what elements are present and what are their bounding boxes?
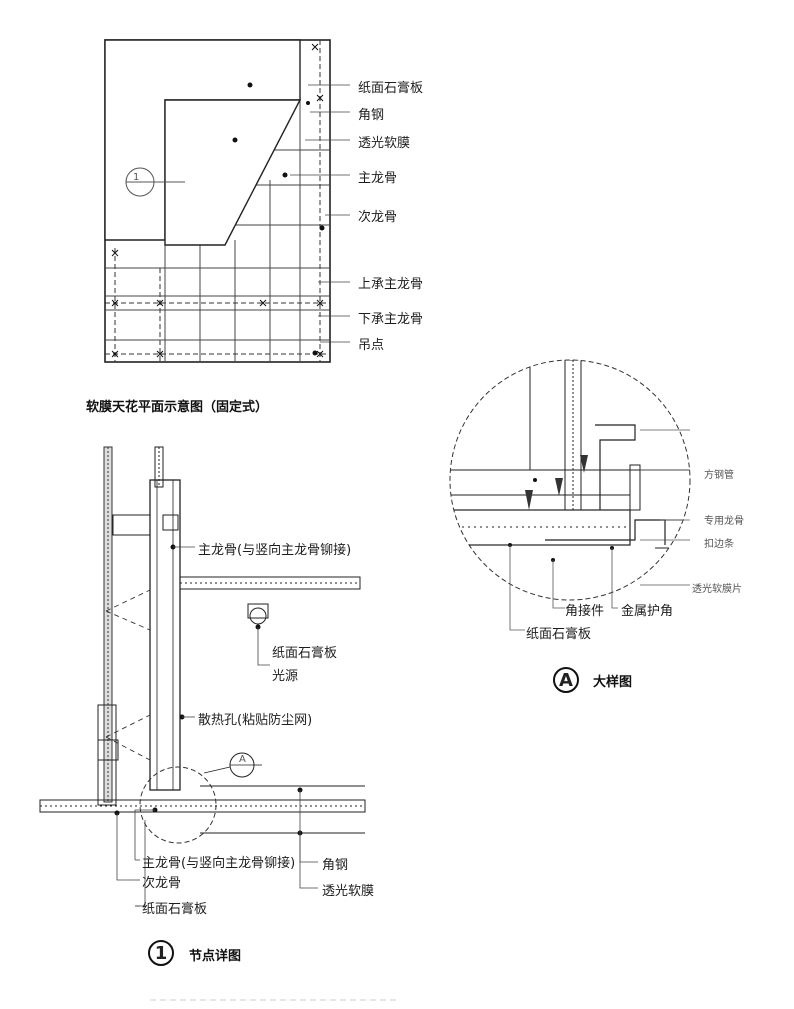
label-edge-strip: 扣边条 [704,539,734,550]
detail-letter-circle: A [553,667,579,693]
label-vent-hole: 散热孔(粘贴防尘网) [198,713,313,728]
plan-caption: 软膜天花平面示意图（固定式） [86,400,269,415]
plan-section-marker: 1 [133,172,140,183]
label-special-keel: 专用龙骨 [704,516,744,527]
label-upper-main-keel: 上承主龙骨 [358,277,424,292]
label-node-membrane: 透光软膜 [322,884,375,899]
label-node-gypsum-bottom: 纸面石膏板 [142,902,208,917]
label-node-main-keel: 主龙骨(与竖向主龙骨铆接) [198,543,352,558]
label-sub-keel: 次龙骨 [358,210,398,225]
node-section [39,446,366,907]
label-steel-tube: 方钢管 [704,470,734,481]
node-detail-ref: A [239,754,246,765]
label-angle-steel: 角钢 [358,108,385,123]
label-metal-corner-guard: 金属护角 [621,604,674,619]
detail-caption: 大样图 [593,675,633,690]
label-lower-main-keel: 下承主龙骨 [358,312,424,327]
label-node-main-keel-bottom: 主龙骨(与竖向主龙骨铆接) [142,856,296,871]
node-number-circle: 1 [148,940,174,966]
label-membrane-sheet: 透光软膜片 [692,584,742,595]
node-caption: 节点详图 [189,949,242,964]
label-gypsum-board: 纸面石膏板 [358,81,424,96]
label-node-gypsum: 纸面石膏板 [272,646,338,661]
label-node-angle-steel: 角钢 [322,858,349,873]
label-node-sub-keel: 次龙骨 [142,876,182,891]
label-detail-gypsum: 纸面石膏板 [526,627,592,642]
label-translucent-membrane: 透光软膜 [358,136,411,151]
label-corner-connector: 角接件 [565,604,605,619]
detail-a [449,359,691,631]
label-hanging-point: 吊点 [358,338,385,353]
label-light-source: 光源 [272,669,299,684]
label-main-keel: 主龙骨 [358,171,398,186]
ceiling-plan [104,39,350,363]
